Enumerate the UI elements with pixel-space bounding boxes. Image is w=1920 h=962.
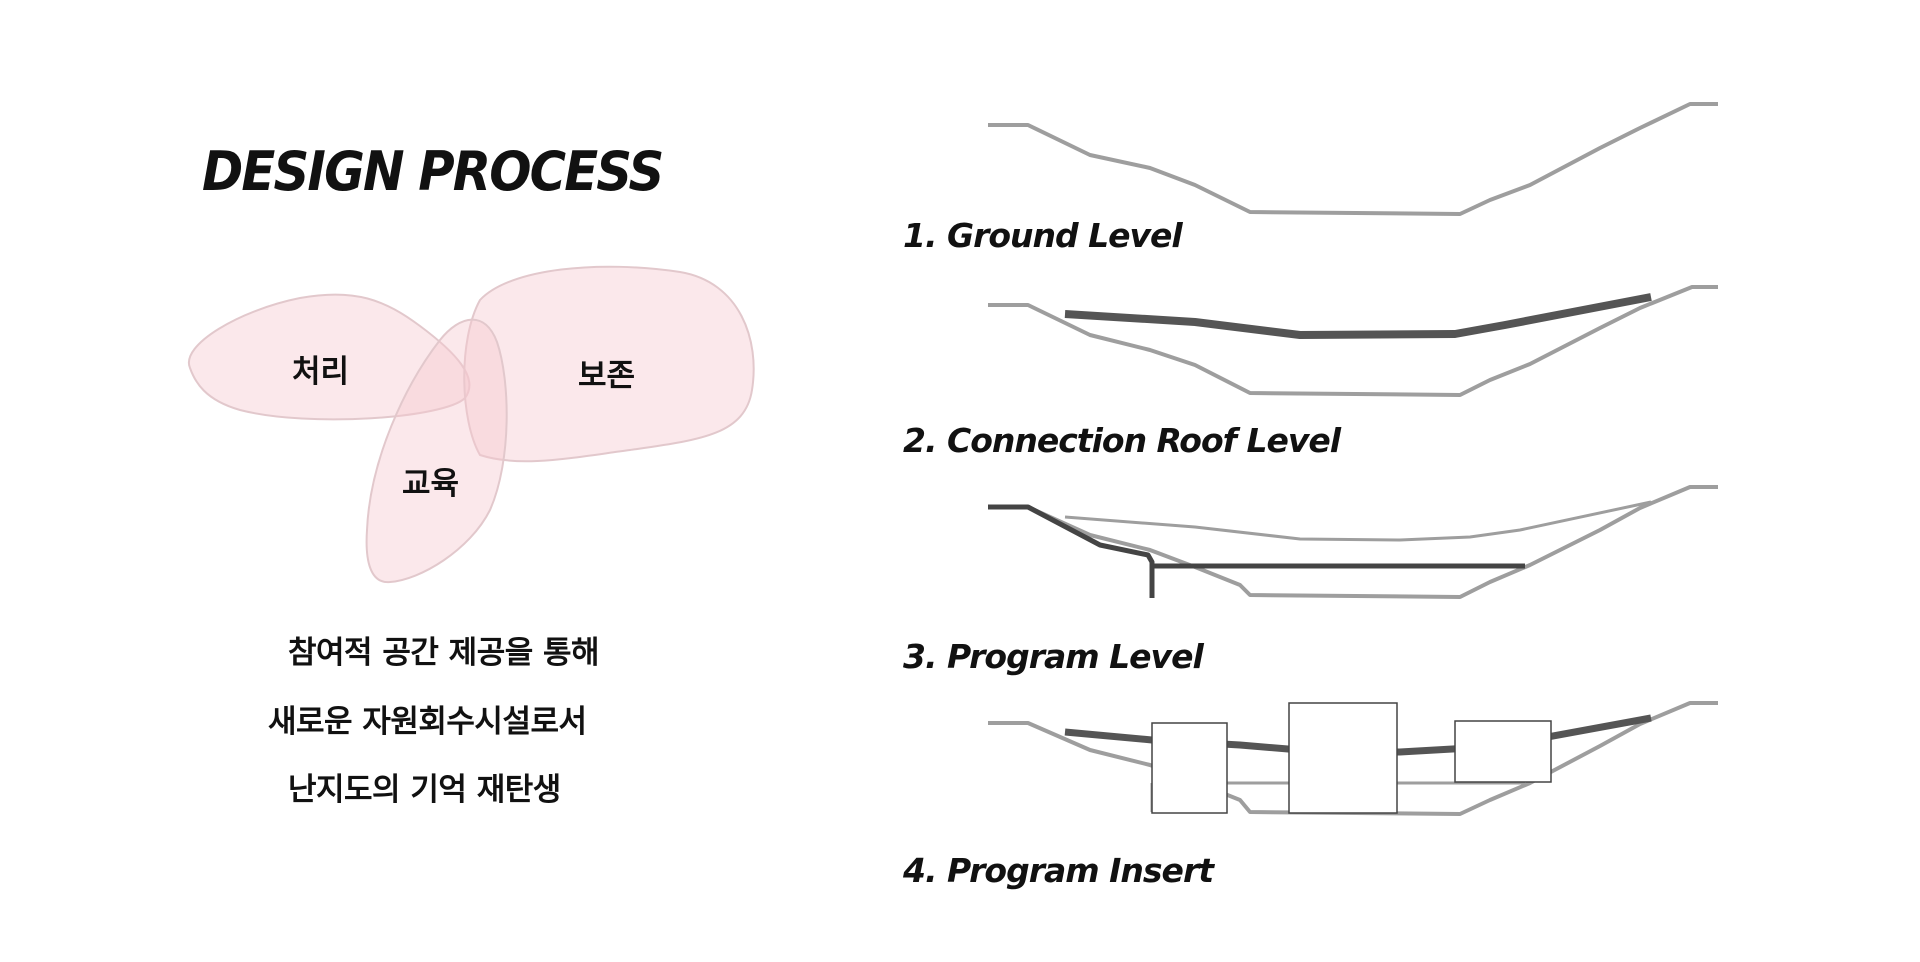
- venn-blob-preservation: [463, 265, 755, 463]
- section-ground-level: [988, 102, 1718, 216]
- statement-line-3: 난지도의 기억 재탄생: [288, 772, 561, 808]
- terrain-line: [988, 102, 1718, 216]
- step-label-program-insert: 4. Program Insert: [903, 851, 1214, 890]
- section-program-level: [988, 485, 1718, 599]
- concept-venn-diagram: [180, 260, 780, 600]
- statement-line-2: 새로운 자원회수시설로서: [268, 704, 587, 740]
- program-box-3: [1454, 720, 1552, 783]
- roof-structure-line: [1064, 293, 1652, 339]
- program-box-1: [1151, 722, 1228, 814]
- terrain-line: [988, 285, 1718, 397]
- venn-shapes: [187, 265, 755, 584]
- terrain-line: [988, 485, 1718, 599]
- section-connection-roof: [988, 285, 1718, 397]
- venn-label-processing: 처리: [292, 354, 350, 390]
- statement-line-1: 참여적 공간 제공을 통해: [288, 635, 600, 671]
- step-label-connection-roof: 2. Connection Roof Level: [903, 421, 1341, 460]
- section-diagrams: [988, 102, 1718, 816]
- venn-label-education: 교육: [402, 466, 460, 502]
- venn-blob-processing: [187, 293, 471, 421]
- venn-label-preservation: 보존: [578, 358, 636, 394]
- section-program-insert: [988, 701, 1718, 816]
- page-title: DESIGN PROCESS: [202, 140, 664, 203]
- step-label-program-level: 3. Program Level: [903, 637, 1204, 676]
- program-box-2: [1288, 702, 1398, 814]
- venn-blob-education: [365, 318, 508, 584]
- step-label-ground-level: 1. Ground Level: [903, 216, 1183, 255]
- roof-line-thin: [1064, 500, 1652, 542]
